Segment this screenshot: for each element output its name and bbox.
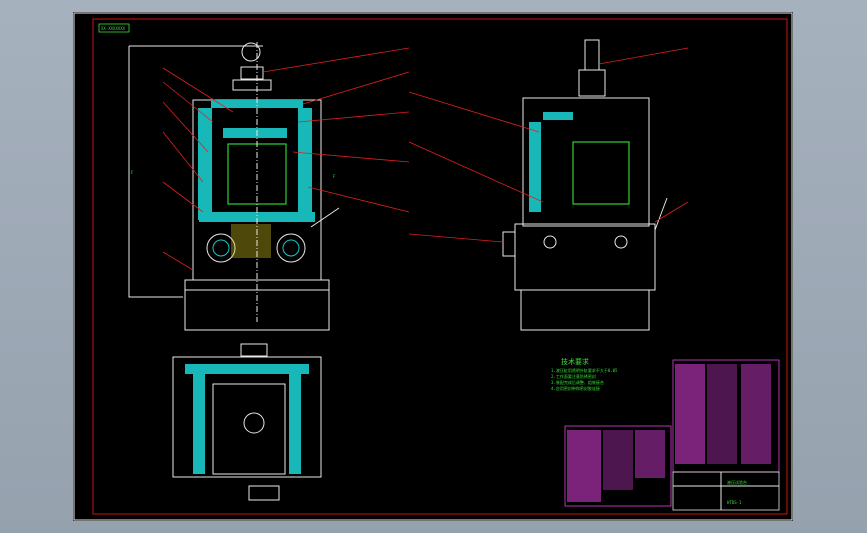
notes-title: 技术要求 xyxy=(561,357,589,366)
title-block-name: 液压试验台 xyxy=(727,479,747,485)
leader-lines xyxy=(162,47,689,271)
side-body xyxy=(522,97,650,227)
note-line: 4.应用密封带和密封胶连接 xyxy=(551,385,600,391)
note-line: 1.液压缸用透明外缸要求不大于0.05 xyxy=(551,367,618,373)
parts-list-upper xyxy=(672,359,780,473)
title-block-code: HTDS-1 xyxy=(727,500,742,505)
drawing-stamp-box xyxy=(98,23,130,33)
top-handle xyxy=(584,39,600,71)
sheet-inner-border xyxy=(92,18,788,515)
top-view-handle xyxy=(248,485,280,501)
note-line: 3.装配完成后调整、组装接合 xyxy=(551,379,604,385)
section-marker-right: F xyxy=(333,174,336,179)
top-view-bore xyxy=(243,412,265,434)
parts-list-lower xyxy=(564,425,672,507)
side-lever xyxy=(654,197,668,231)
top-view-outline xyxy=(172,356,322,478)
section-marker-left: F xyxy=(131,170,134,175)
title-block: 液压试验台 HTDS-1 xyxy=(672,471,780,511)
handle-lever xyxy=(310,207,340,228)
front-section-view[interactable]: F F xyxy=(128,42,340,331)
drawing-sheet[interactable]: XX-XXXXXXX F F xyxy=(73,12,793,521)
side-view[interactable] xyxy=(502,39,668,331)
pressure-gauge xyxy=(241,42,261,62)
gear-right xyxy=(276,233,306,263)
drawing-canvas[interactable]: XX-XXXXXXX F F xyxy=(73,12,793,521)
dimension-extension-line xyxy=(128,46,183,298)
note-line: 2.工作面要注意防锈密封 xyxy=(551,373,596,379)
technical-requirements: 技术要求 1.液压缸用透明外缸要求不大于0.05 2.工作面要注意防锈密封 3.… xyxy=(551,357,618,391)
drawing-stamp: XX-XXXXXXX xyxy=(101,26,126,31)
top-view[interactable] xyxy=(172,343,322,501)
side-base xyxy=(520,289,650,331)
side-lower-body xyxy=(514,223,656,291)
sheet-outer-border xyxy=(73,12,793,521)
gear-left xyxy=(206,233,236,263)
